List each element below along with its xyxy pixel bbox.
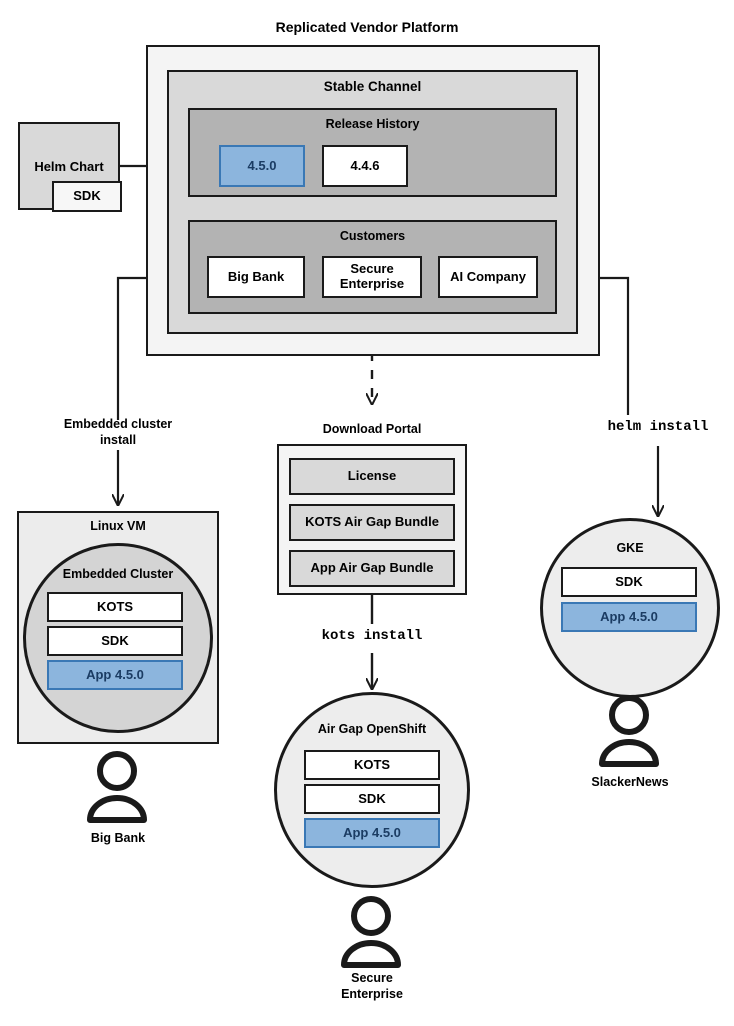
gke-component-app[interactable]: App 4.5.0 (561, 602, 697, 632)
persona-secure-enterprise-line1: Secure (351, 971, 393, 985)
customer-secure-enterprise[interactable]: Secure Enterprise (322, 256, 422, 298)
edge-label-helm-install: helm install (607, 419, 709, 435)
linux-vm-title: Linux VM (90, 519, 146, 533)
openshift-component-kots[interactable]: KOTS (304, 750, 440, 780)
gke-component-sdk[interactable]: SDK (561, 567, 697, 597)
release-item-4-4-6[interactable]: 4.4.6 (322, 145, 408, 187)
customer-secure-enterprise-line2: Enterprise (339, 276, 405, 291)
portal-artifact-kots-air-gap-bundle[interactable]: KOTS Air Gap Bundle (289, 504, 455, 541)
diagram-title: Replicated Vendor Platform (275, 19, 459, 35)
persona-secure-enterprise-line2: Enterprise (341, 986, 403, 1001)
openshift-component-sdk[interactable]: SDK (304, 784, 440, 814)
customers-title: Customers (339, 229, 406, 243)
edge-label-kots-install: kots install (321, 628, 423, 644)
edge-label-embedded-line1: Embedded cluster (63, 417, 173, 431)
edge-label-embedded-cluster-install: Embedded cluster install (33, 417, 203, 448)
edge-label-embedded-line2: install (99, 432, 137, 447)
linuxvm-component-sdk[interactable]: SDK (47, 626, 183, 656)
air-gap-openshift-title: Air Gap OpenShift (317, 722, 427, 736)
portal-artifact-app-air-gap-bundle[interactable]: App Air Gap Bundle (289, 550, 455, 587)
openshift-component-app[interactable]: App 4.5.0 (304, 818, 440, 848)
linuxvm-component-kots[interactable]: KOTS (47, 592, 183, 622)
gke-title: GKE (616, 541, 644, 555)
embedded-cluster-title: Embedded Cluster (62, 567, 174, 581)
helm-chart-sdk-box[interactable]: SDK (52, 181, 122, 212)
avatar-big-bank (87, 751, 147, 823)
download-portal-title: Download Portal (322, 422, 422, 436)
linuxvm-component-app[interactable]: App 4.5.0 (47, 660, 183, 690)
avatar-slackernews (599, 695, 659, 767)
customer-ai-company[interactable]: AI Company (438, 256, 538, 298)
persona-label-slackernews: SlackerNews (591, 775, 669, 789)
portal-artifact-license[interactable]: License (289, 458, 455, 495)
persona-label-secure-enterprise: Secure Enterprise (287, 971, 457, 1002)
customer-secure-enterprise-line1: Secure (350, 261, 394, 277)
customer-big-bank[interactable]: Big Bank (207, 256, 305, 298)
persona-label-big-bank: Big Bank (90, 831, 146, 845)
avatar-secure-enterprise (341, 896, 401, 968)
release-history-title: Release History (325, 117, 420, 131)
release-item-4-5-0[interactable]: 4.5.0 (219, 145, 305, 187)
stable-channel-title: Stable Channel (323, 79, 422, 94)
